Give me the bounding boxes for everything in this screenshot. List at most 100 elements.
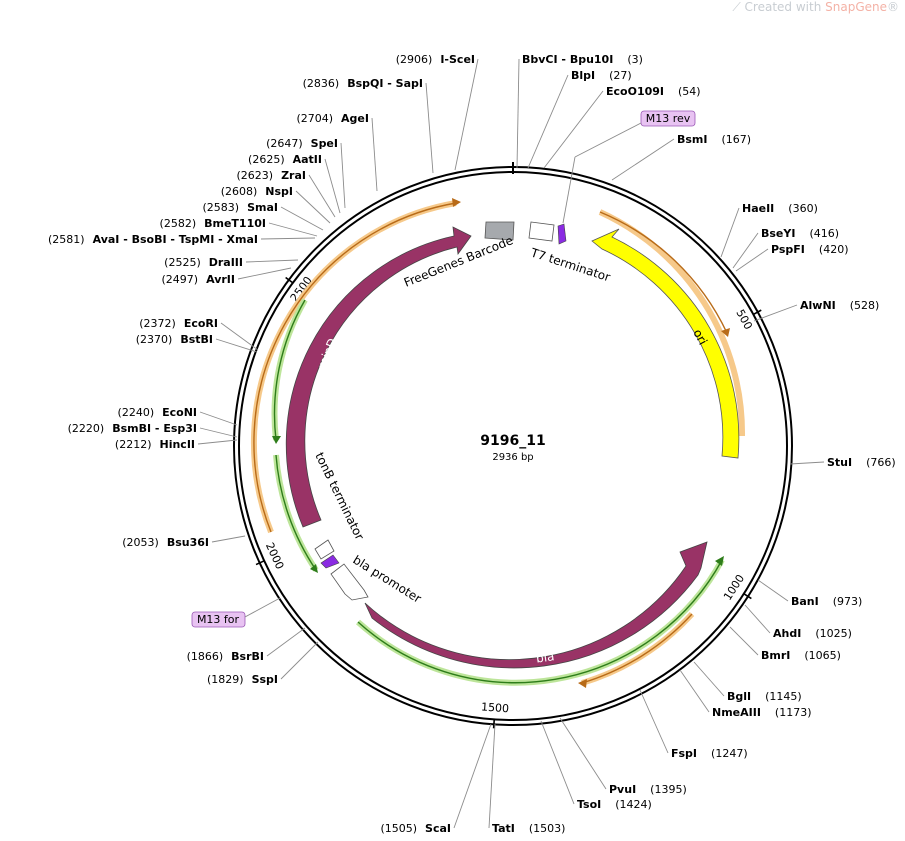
restriction-site[interactable]: BspQI - SapI(2836) bbox=[303, 77, 434, 174]
restriction-site[interactable]: FspI(1247) bbox=[639, 689, 748, 760]
tick-mark bbox=[285, 276, 294, 284]
enzyme-position: (2497) bbox=[162, 273, 199, 286]
enzyme-name: PvuI bbox=[609, 783, 636, 796]
restriction-site[interactable]: HaeII(360) bbox=[720, 202, 818, 258]
plasmid-size: 2936 bp bbox=[492, 452, 533, 463]
restriction-site[interactable]: PvuI (1395) bbox=[559, 717, 687, 796]
enzyme-name: DraIII bbox=[209, 256, 243, 269]
enzyme-name: BstBI bbox=[180, 333, 213, 346]
bla-promoter-arrow[interactable] bbox=[330, 563, 369, 601]
restriction-site[interactable]: BseYI(416) bbox=[732, 227, 839, 269]
restriction-site[interactable]: AvaI - BsoBI - TspMI - XmaI(2581) bbox=[48, 233, 316, 246]
tick-mark bbox=[743, 593, 752, 600]
feature-bla-promoter[interactable]: bla promoter bbox=[330, 553, 424, 606]
restriction-site[interactable]: NmeAIII(1173) bbox=[679, 669, 812, 719]
restriction-site[interactable]: BmeT110I(2582) bbox=[160, 217, 318, 237]
site-leader-line bbox=[199, 427, 238, 438]
restriction-site[interactable]: TatI(1503) bbox=[488, 723, 565, 835]
restriction-site[interactable]: I-SceI(2906) bbox=[396, 53, 479, 171]
enzyme-name: BmrI bbox=[761, 649, 790, 662]
enzyme-name: HaeII bbox=[742, 202, 774, 215]
site-leader-line bbox=[744, 604, 771, 634]
restriction-site[interactable]: AatII(2625) bbox=[248, 153, 341, 214]
t7-terminator-box[interactable] bbox=[528, 221, 555, 242]
bla-arrow[interactable] bbox=[364, 541, 708, 669]
restriction-site[interactable]: BmrI (1065) bbox=[729, 626, 841, 662]
restriction-site[interactable]: TsoI(1424) bbox=[540, 720, 652, 811]
restriction-site[interactable]: Bsu36I(2053) bbox=[122, 535, 246, 549]
restriction-site[interactable]: AvrII(2497) bbox=[162, 267, 292, 286]
enzyme-position: (1866) bbox=[187, 650, 224, 663]
enzyme-name: SmaI bbox=[247, 201, 278, 214]
restriction-site[interactable]: EcoNI(2240) bbox=[118, 406, 238, 426]
enzyme-name: TatI bbox=[492, 822, 515, 835]
restriction-site[interactable]: EcoO109I(54) bbox=[543, 85, 701, 169]
restriction-site[interactable]: BglI(1145) bbox=[693, 661, 802, 703]
enzyme-position: (528) bbox=[850, 299, 880, 312]
feature-tonb-terminator[interactable]: tonB terminator bbox=[312, 450, 367, 569]
snapgene-watermark: ⟋ Created with SnapGene® bbox=[732, 0, 899, 14]
restriction-site[interactable]: AhdI(1025) bbox=[744, 604, 852, 640]
bla-label: bla bbox=[535, 649, 555, 665]
restriction-site[interactable]: BanI(973) bbox=[757, 579, 862, 608]
restriction-site[interactable]: AgeI(2704) bbox=[296, 112, 378, 192]
enzyme-position: (2582) bbox=[160, 217, 197, 230]
restriction-site[interactable]: BstBI(2370) bbox=[136, 333, 258, 353]
minD-arrow[interactable] bbox=[285, 226, 472, 528]
enzyme-position: (2220) bbox=[68, 422, 105, 435]
enzyme-position: (2647) bbox=[266, 137, 303, 150]
site-leader-line bbox=[543, 90, 604, 169]
restriction-site[interactable]: SspI(1829) bbox=[207, 641, 319, 686]
enzyme-name: ZraI bbox=[281, 169, 306, 182]
enzyme-position: (1395) bbox=[650, 783, 687, 796]
enzyme-name: BbvCI - Bpu10I bbox=[522, 53, 613, 66]
restriction-site[interactable]: BbvCI - Bpu10I(3) bbox=[516, 53, 643, 169]
site-leader-line bbox=[308, 174, 336, 218]
enzyme-name: AatII bbox=[293, 153, 322, 166]
restriction-site[interactable]: DraIII(2525) bbox=[164, 256, 299, 269]
restriction-site[interactable]: EcoRI(2372) bbox=[139, 317, 259, 351]
restriction-site[interactable]: SpeI(2647) bbox=[266, 137, 346, 209]
tick-mark bbox=[752, 309, 762, 316]
restriction-site[interactable]: StuI(766) bbox=[789, 456, 896, 469]
enzyme-position: (2583) bbox=[203, 201, 240, 214]
enzyme-name: BsmBI - Esp3I bbox=[112, 422, 197, 435]
restriction-site[interactable]: BsmBI - Esp3I (2220) bbox=[68, 422, 238, 438]
site-leader-line bbox=[453, 723, 492, 829]
restriction-site[interactable]: BsmI(167) bbox=[611, 133, 751, 181]
primer-badge-m13-for[interactable]: M13 for bbox=[191, 611, 246, 628]
enzyme-position: (1065) bbox=[804, 649, 841, 662]
tick-mark bbox=[492, 719, 496, 729]
feature-ori[interactable]: ori bbox=[591, 228, 740, 459]
restriction-sites: I-SceI(2906)BspQI - SapI(2836)AgeI(2704)… bbox=[48, 53, 896, 835]
barcode-box[interactable] bbox=[484, 221, 515, 241]
enzyme-name: FspI bbox=[671, 747, 697, 760]
enzyme-name: BsrBI bbox=[231, 650, 264, 663]
orange-arc-left bbox=[253, 202, 457, 533]
restriction-site[interactable]: SmaI (2583) bbox=[203, 201, 324, 231]
tonb-terminator-box[interactable] bbox=[314, 539, 335, 560]
restriction-site[interactable]: ZraI(2623) bbox=[237, 169, 336, 218]
enzyme-name: Bsu36I bbox=[167, 536, 209, 549]
restriction-site[interactable]: PspFI(420) bbox=[735, 243, 849, 272]
site-leader-line bbox=[425, 82, 434, 174]
green-arc-bottom-head bbox=[715, 556, 724, 566]
enzyme-position: (2704) bbox=[296, 112, 333, 125]
restriction-site[interactable]: NspI(2608) bbox=[221, 185, 331, 224]
restriction-site[interactable]: AlwNI(528) bbox=[753, 299, 880, 322]
enzyme-name: TsoI bbox=[577, 798, 601, 811]
primer-badge-m13-rev[interactable]: M13 rev bbox=[640, 110, 696, 127]
feature-t7-terminator[interactable]: T7 terminator bbox=[528, 221, 612, 284]
enzyme-name: BglI bbox=[727, 690, 751, 703]
green-arc-ll bbox=[275, 454, 317, 571]
restriction-site[interactable]: BsrBI (1866) bbox=[187, 627, 306, 663]
enzyme-name: NspI bbox=[265, 185, 293, 198]
restriction-site[interactable]: HincII(2212) bbox=[115, 438, 238, 451]
ori-arrow[interactable] bbox=[591, 228, 740, 459]
restriction-site[interactable]: ScaI(1505) bbox=[380, 723, 492, 835]
feature-bla[interactable]: bla bbox=[364, 541, 708, 669]
restriction-site[interactable]: BlpI(27) bbox=[527, 69, 632, 169]
site-leader-line bbox=[454, 58, 479, 171]
site-leader-line bbox=[757, 579, 789, 602]
enzyme-position: (1505) bbox=[380, 822, 417, 835]
